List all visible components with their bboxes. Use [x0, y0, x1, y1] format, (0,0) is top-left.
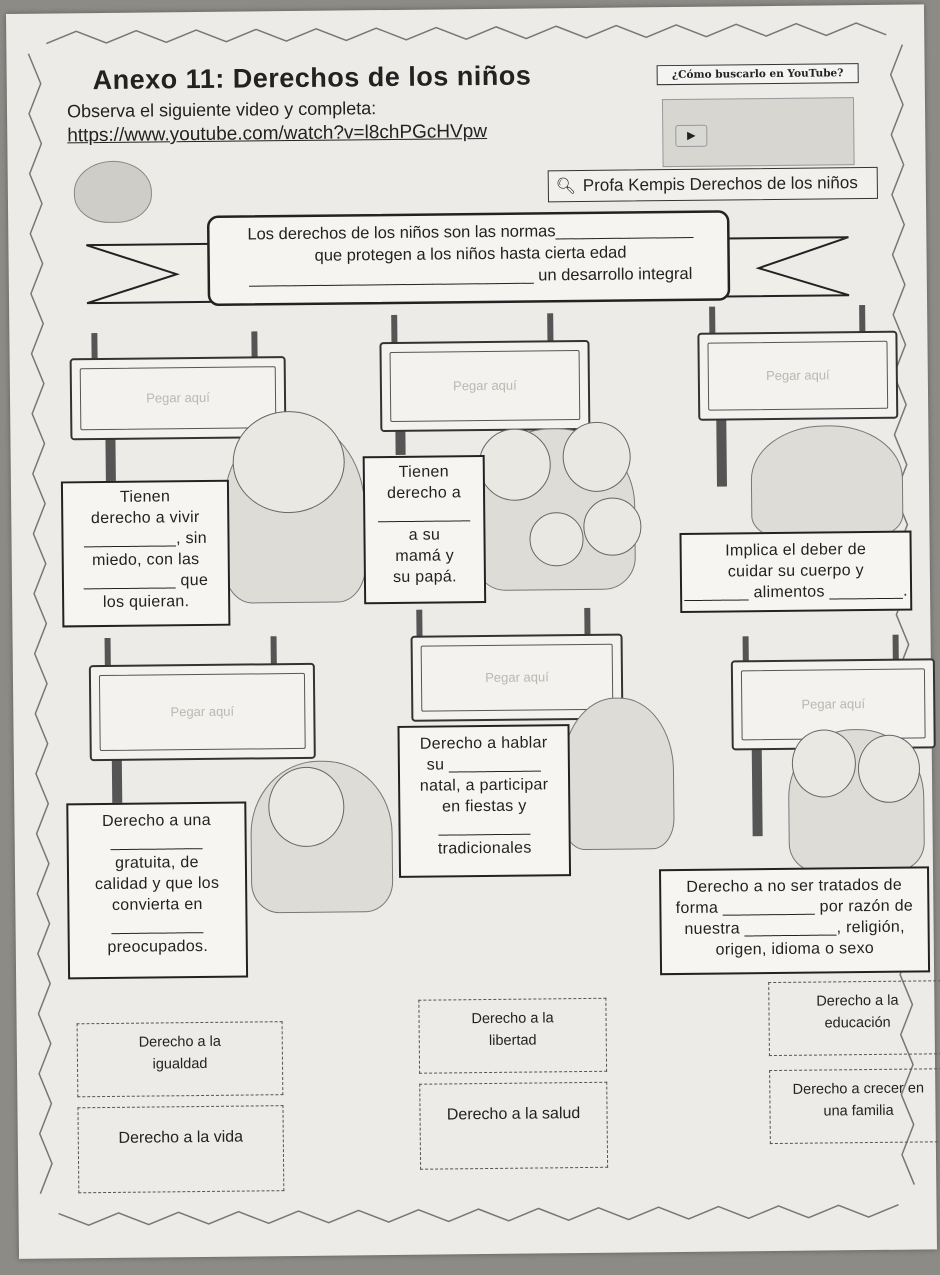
box-line: gratuita, de — [114, 854, 199, 872]
cutout-card-igualdad[interactable]: Derecho a la igualdad — [76, 1021, 284, 1098]
youtube-search-bar: 🔍︎ Profa Kempis Derechos de los niños — [547, 166, 878, 203]
box-line: Tienen — [119, 488, 171, 506]
cutout-card-vida[interactable]: Derecho a la vida — [77, 1105, 285, 1194]
girl-face — [857, 734, 921, 804]
card-line: Derecho a la salud — [446, 1105, 581, 1124]
box-line: Implica el deber de — [725, 541, 867, 560]
box-line: preocupados. — [107, 937, 209, 956]
box-line: derecho a vivir — [90, 509, 200, 528]
search-text: Profa Kempis Derechos de los niños — [582, 173, 858, 195]
card-line: educación — [824, 1014, 891, 1032]
paste-placeholder: Pegar aquí — [146, 389, 210, 406]
child-face — [583, 497, 642, 556]
box-line: __________ — [110, 832, 203, 851]
mother-face — [562, 421, 632, 493]
card-line: Derecho a crecer en — [792, 1080, 925, 1098]
cutout-card-salud[interactable]: Derecho a la salud — [419, 1081, 609, 1170]
card-line: una familia — [823, 1102, 894, 1120]
text-box-vivir: Tienen derecho a vivir __________, sin m… — [60, 479, 231, 628]
box-line: tradicionales — [437, 839, 532, 858]
boy-face — [267, 766, 345, 848]
box-line: __________ que — [83, 571, 209, 591]
zigzag-border — [27, 22, 916, 1227]
box-line: __________ — [378, 505, 471, 524]
box-line: Derecho a una — [101, 811, 211, 831]
father-face — [478, 428, 552, 502]
box-line: __________ — [111, 916, 204, 935]
search-icon: 🔍︎ — [555, 178, 577, 196]
box-line: mamá y — [395, 547, 455, 565]
children-eating-illustration — [750, 424, 904, 539]
play-icon: ▶ — [675, 124, 708, 147]
box-line: Derecho a no ser tratados de — [686, 876, 903, 896]
box-line: natal, a participar — [419, 776, 549, 795]
boy-face — [791, 729, 857, 798]
paste-sign-salud: Pegar aquí — [697, 330, 899, 421]
worksheet-page: Anexo 11: Derechos de los niños Observa … — [6, 4, 940, 1259]
paste-placeholder: Pegar aquí — [485, 669, 549, 686]
cutout-card-libertad[interactable]: Derecho a la libertad — [418, 997, 608, 1074]
card-line: Derecho a la — [138, 1033, 221, 1051]
instruction-text: Observa el siguiente video y completa: — [66, 98, 377, 122]
page-title: Anexo 11: Derechos de los niños — [92, 60, 532, 96]
youtube-label: ¿Cómo buscarlo en YouTube? — [656, 63, 859, 86]
box-line: __________ — [438, 818, 531, 837]
box-line: convierta en — [111, 895, 203, 914]
cutout-card-familia[interactable]: Derecho a crecer en una familia — [769, 1068, 940, 1145]
box-line: calidad y que los — [94, 874, 220, 894]
paste-placeholder: Pegar aquí — [801, 696, 866, 712]
teacher-logo — [73, 160, 153, 224]
box-line: _______ alimentos ________. — [684, 582, 908, 602]
text-box-libertad: Derecho a hablar su __________ natal, a … — [397, 724, 572, 878]
box-line: forma __________ por razón de — [675, 897, 914, 918]
text-box-igualdad: Derecho a no ser tratados de forma _____… — [658, 866, 931, 976]
box-line: Derecho a hablar — [419, 734, 548, 753]
box-line: los quieran. — [102, 593, 190, 612]
card-line: Derecho a la — [816, 992, 899, 1010]
box-line: cuidar su cuerpo y — [727, 562, 865, 581]
box-line: su __________ — [426, 755, 542, 774]
box-line: origen, idioma o sexo — [715, 939, 875, 959]
cutout-card-educacion[interactable]: Derecho a la educación — [768, 980, 940, 1057]
box-line: su papá. — [392, 568, 457, 586]
text-box-salud: Implica el deber de cuidar su cuerpo y _… — [679, 530, 913, 613]
box-line: nuestra __________, religión, — [684, 918, 905, 938]
card-line: libertad — [488, 1032, 537, 1049]
text-box-familia: Tienen derecho a __________ a su mamá y … — [362, 455, 487, 605]
box-line: derecho a — [387, 484, 462, 503]
paste-placeholder: Pegar aquí — [765, 367, 830, 384]
box-line: Tienen — [398, 463, 449, 481]
box-line: __________, sin — [83, 529, 207, 549]
card-line: Derecho a la — [471, 1010, 554, 1028]
paste-placeholder: Pegar aquí — [453, 377, 517, 394]
box-line: a su — [408, 526, 441, 544]
box-line: en fiestas y — [441, 797, 527, 816]
card-line: igualdad — [152, 1055, 208, 1073]
paste-sign-educacion: Pegar aquí — [88, 662, 316, 762]
paste-sign-familia: Pegar aquí — [379, 339, 591, 433]
card-line: Derecho a la vida — [118, 1128, 244, 1147]
child-face — [529, 511, 584, 567]
video-link[interactable]: https://www.youtube.com/watch?v=l8chPGcH… — [67, 120, 488, 147]
globe-children-illustration — [561, 697, 675, 851]
box-line: miedo, con las — [91, 551, 200, 570]
text-box-educacion: Derecho a una __________ gratuita, de ca… — [66, 801, 249, 980]
paste-placeholder: Pegar aquí — [170, 703, 235, 720]
